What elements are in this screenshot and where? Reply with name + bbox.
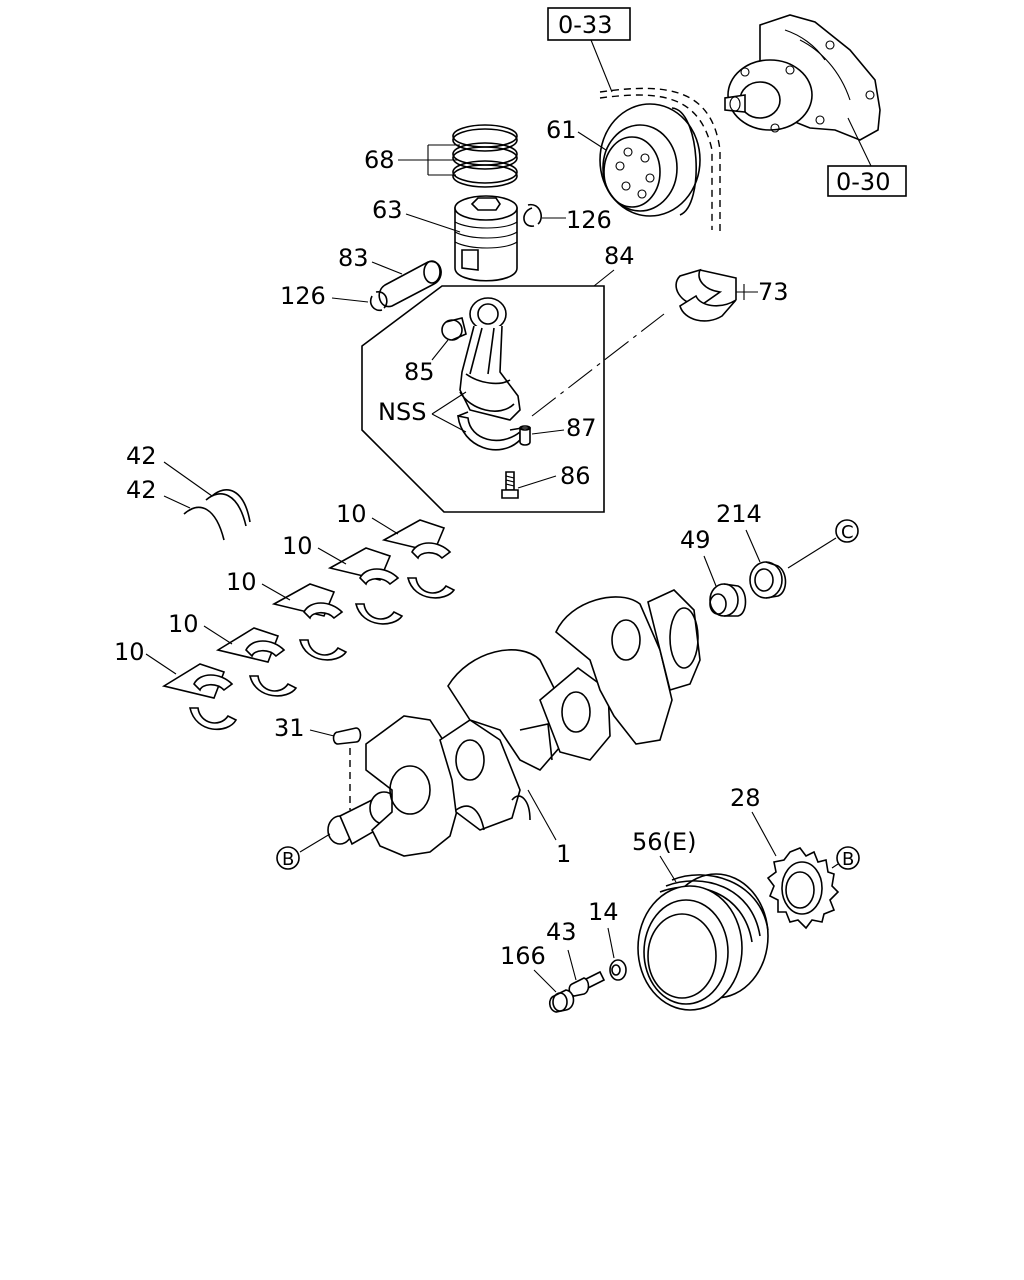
reference-label-right: 0-30 (836, 168, 890, 196)
callout-214[interactable]: 214 (716, 500, 762, 528)
main-bearing-set-4 (327, 547, 404, 625)
connector-b-left[interactable]: B (276, 846, 300, 870)
connector-b-right[interactable]: B (836, 846, 860, 870)
callout-31[interactable]: 31 (274, 714, 305, 742)
nut-166 (548, 989, 575, 1013)
callout-73[interactable]: 73 (758, 278, 789, 306)
callout-63[interactable]: 63 (372, 196, 403, 224)
damper-pulley (637, 873, 769, 1011)
woodruff-key (332, 727, 362, 745)
callout-85[interactable]: 85 (404, 358, 435, 386)
callout-28[interactable]: 28 (730, 784, 761, 812)
main-bearing-set-5 (381, 519, 456, 599)
callout-126-lower[interactable]: 126 (280, 282, 326, 310)
callout-49[interactable]: 49 (680, 526, 711, 554)
pulley-61 (599, 103, 701, 217)
crank-gear (766, 847, 840, 930)
callout-10-5[interactable]: 10 (336, 500, 367, 528)
dowel-pin (519, 425, 531, 446)
main-bearing-set-3 (271, 583, 348, 661)
callout-56e[interactable]: 56(E) (632, 828, 696, 856)
callout-42-lower[interactable]: 42 (126, 476, 157, 504)
callout-86[interactable]: 86 (560, 462, 591, 490)
conrod-bearing (675, 268, 737, 322)
callout-10-4[interactable]: 10 (282, 532, 313, 560)
crankshaft (327, 589, 701, 857)
callout-14[interactable]: 14 (588, 898, 619, 926)
snap-ring-upper (523, 203, 542, 227)
piston-rings (452, 124, 518, 188)
main-bearing-set-1 (161, 663, 238, 731)
callout-61[interactable]: 61 (546, 116, 577, 144)
callout-126-upper[interactable]: 126 (566, 206, 612, 234)
reference-box-right[interactable]: 0-30 (827, 165, 907, 197)
callout-10-1[interactable]: 10 (114, 638, 145, 666)
callout-42-upper[interactable]: 42 (126, 442, 157, 470)
connector-c-right[interactable]: C (835, 519, 859, 543)
piston (454, 195, 518, 282)
piston-pin (378, 260, 442, 308)
callout-87[interactable]: 87 (566, 414, 597, 442)
thrust-washers (183, 489, 251, 541)
bolt-43 (568, 970, 606, 997)
small-end-bush (441, 317, 467, 341)
callout-10-3[interactable]: 10 (226, 568, 257, 596)
callout-43[interactable]: 43 (546, 918, 577, 946)
bushing-49 (709, 583, 747, 617)
conrod-bolt (501, 471, 519, 499)
callout-84[interactable]: 84 (604, 242, 635, 270)
connector-b-left-label: B (282, 849, 294, 870)
water-pump (724, 14, 881, 141)
connector-c-right-label: C (841, 522, 854, 543)
washer-14 (609, 959, 627, 981)
bearing-214 (749, 561, 787, 599)
reference-box-top[interactable]: 0-33 (547, 7, 631, 41)
connector-b-right-label: B (842, 849, 854, 870)
callout-nss[interactable]: NSS (378, 398, 426, 426)
connecting-rod (459, 297, 521, 421)
callout-1[interactable]: 1 (556, 840, 571, 868)
callout-83[interactable]: 83 (338, 244, 369, 272)
callout-68[interactable]: 68 (364, 146, 395, 174)
callout-10-2[interactable]: 10 (168, 610, 199, 638)
snap-ring-lower (369, 291, 388, 312)
callout-166[interactable]: 166 (500, 942, 546, 970)
reference-label-top: 0-33 (558, 11, 612, 39)
main-bearing-set-2 (215, 627, 298, 697)
conrod-group-box (361, 285, 605, 513)
